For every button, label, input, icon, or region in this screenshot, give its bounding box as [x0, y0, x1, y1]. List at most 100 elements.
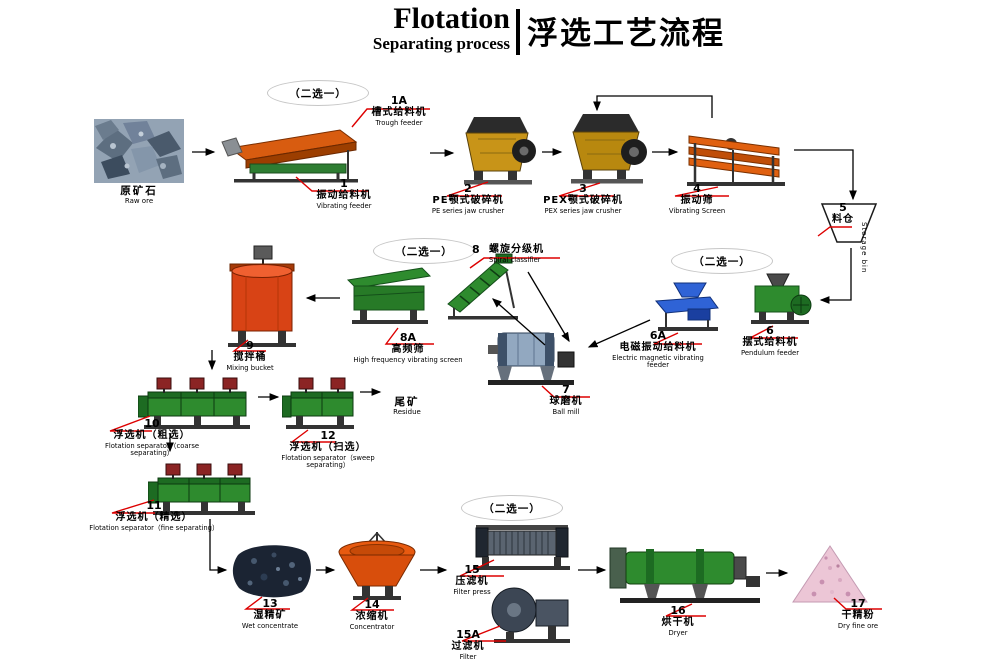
vibrating-screen-machine — [687, 135, 785, 186]
flotation-separator-coarse-machine — [138, 377, 250, 429]
callout-en: Spiral classifier — [489, 255, 541, 264]
callout-en: Flotation separator（coarse separating） — [104, 441, 200, 458]
raw-ore-en: Raw ore — [124, 197, 154, 206]
dry-fine-ore-pile — [792, 545, 868, 603]
callout-dryer: 16 烘干机 Dryer — [642, 605, 714, 637]
callout-zh: 浮选机（扫选） — [289, 442, 367, 453]
choice-note-filter: （二选一） — [461, 495, 563, 521]
callout-flotation-fine: 11 浮选机（精选） Flotation separator（fine sepa… — [88, 500, 220, 532]
residue-zh: 尾矿 — [394, 396, 420, 408]
concentrator-machine — [338, 531, 416, 600]
callout-zh: 浮选机（粗选） — [113, 430, 191, 441]
callout-en: Pendulum feeder — [741, 348, 799, 357]
callout-high-frequency-screen: 8A 高频筛 High frequency vibrating screen — [352, 332, 464, 364]
mixing-bucket-machine — [228, 245, 296, 347]
wet-concentrate-photo — [232, 545, 311, 598]
callout-en: High frequency vibrating screen — [353, 355, 463, 364]
callout-filter-press: 15 压滤机 Filter press — [436, 564, 508, 596]
callout-en: Vibrating feeder — [316, 201, 372, 210]
flotation-separator-fine-machine — [148, 463, 255, 515]
storage-bin-en-vertical: Storage bin — [860, 222, 868, 274]
callout-zh: 烘干机 — [661, 617, 695, 628]
callout-en: Filter — [459, 652, 477, 661]
callout-concentrator: 14 浓缩机 Concentrator — [330, 599, 414, 631]
choice-note-classifier: （二选一） — [373, 238, 475, 264]
callout-zh: 振动筛 — [680, 195, 714, 206]
page-subtitle: Separating process — [372, 34, 510, 53]
callout-vibrating-feeder: 1 振动给料机 Vibrating feeder — [312, 178, 376, 210]
callout-flotation-sweep: 12 浮选机（扫选） Flotation separator（sweep sep… — [268, 430, 388, 469]
callout-ball-mill: 7 球磨机 Ball mill — [536, 384, 596, 416]
callout-zh: 球磨机 — [549, 396, 583, 407]
callout-zh: 摆式给料机 — [742, 337, 798, 348]
callout-num: 5 — [839, 201, 847, 214]
callout-num: 10 — [144, 417, 160, 430]
ball-mill-machine — [488, 332, 575, 385]
callout-zh: 湿精矿 — [253, 610, 287, 621]
callout-zh: PE颚式破碎机 — [432, 195, 504, 206]
pex-jaw-crusher-machine — [571, 114, 647, 184]
pe-jaw-crusher-machine — [464, 117, 536, 185]
flotation-separator-sweep-machine — [282, 377, 354, 429]
callout-wet-concentrate: 13 湿精矿 Wet concentrate — [228, 598, 312, 630]
callout-en: Mixing bucket — [226, 363, 274, 372]
callout-en: PE series jaw crusher — [431, 206, 505, 215]
callout-num: 8 — [472, 243, 480, 256]
filter-press-machine — [474, 525, 570, 570]
page-title-chinese: 浮选工艺流程 — [527, 16, 725, 52]
callout-zh: 浮选机（精选） — [115, 512, 193, 523]
title-divider — [516, 9, 520, 55]
raw-ore-zh: 原矿石 — [120, 185, 158, 197]
callout-zh: PEX颚式破碎机 — [543, 195, 623, 206]
callout-zh: 电磁振动给料机 — [619, 342, 697, 353]
callout-zh: 振动给料机 — [316, 190, 372, 201]
callout-zh: 槽式给料机 — [371, 107, 427, 118]
high-frequency-screen-machine — [346, 267, 432, 324]
callout-flotation-coarse: 10 浮选机（粗选） Flotation separator（coarse se… — [86, 418, 218, 457]
callout-en: Trough feeder — [375, 118, 423, 127]
callout-filter: 15A 过滤机 Filter — [432, 629, 504, 661]
filter-machine — [491, 587, 570, 643]
callout-zh: 干精粉 — [841, 610, 875, 621]
callout-spiral-classifier: 8 螺旋分级机 Spiral classifier — [472, 244, 570, 264]
callout-zh: 高频筛 — [391, 344, 425, 355]
callout-pendulum-feeder: 6 摆式给料机 Pendulum feeder — [732, 325, 808, 357]
callout-vibrating-screen: 4 振动筛 Vibrating Screen — [660, 183, 734, 215]
callout-zh: 搅拌桶 — [233, 352, 267, 363]
page-title: Flotation — [393, 2, 510, 35]
callout-en: Ball mill — [552, 407, 580, 416]
callout-zh: 压滤机 — [455, 576, 489, 587]
callout-pex-jaw-crusher: 3 PEX颚式破碎机 PEX series jaw crusher — [543, 183, 623, 215]
callout-en: Electric magnetic vibrating feeder — [612, 353, 704, 370]
callout-electromagnetic-feeder: 6A 电磁振动给料机 Electric magnetic vibrating f… — [606, 330, 710, 369]
callout-mixing-bucket: 9 搅拌桶 Mixing bucket — [220, 340, 280, 372]
callout-zh: 浓缩机 — [355, 611, 389, 622]
caption-residue: 尾矿 Residue — [380, 396, 434, 416]
callout-en: Flotation separator（sweep separating） — [281, 453, 375, 470]
pendulum-feeder-machine — [751, 273, 812, 324]
callout-en: Concentrator — [349, 622, 395, 631]
callout-zh: 螺旋分级机 — [489, 244, 544, 256]
caption-raw-ore: 原矿石 Raw ore — [96, 185, 182, 205]
raw-ore-photo — [94, 119, 184, 183]
callout-num: 1A — [390, 94, 408, 107]
callout-en: Flotation separator（fine separating） — [89, 523, 219, 532]
callout-pe-jaw-crusher: 2 PE颚式破碎机 PE series jaw crusher — [430, 183, 506, 215]
callout-en: Dryer — [668, 628, 688, 637]
choice-note-feeder-2: （二选一） — [671, 248, 773, 274]
callout-trough-feeder: 1A 槽式给料机 Trough feeder — [366, 95, 432, 127]
callout-en: Vibrating Screen — [668, 206, 726, 215]
electromagnetic-feeder-machine — [654, 282, 719, 331]
residue-en: Residue — [393, 408, 421, 417]
callout-en: PEX series jaw crusher — [544, 206, 622, 215]
trough-feeder-machine — [221, 129, 358, 183]
callout-en: Filter press — [453, 587, 491, 596]
callout-zh: 过滤机 — [451, 641, 485, 652]
choice-note-feeder: （二选一） — [267, 80, 369, 106]
callout-storage-bin: 5 料仓 — [824, 202, 862, 226]
callout-en: Wet concentrate — [241, 621, 299, 630]
callout-en: Dry fine ore — [837, 621, 879, 630]
callout-zh: 料仓 — [832, 214, 854, 225]
dryer-machine — [609, 547, 760, 603]
